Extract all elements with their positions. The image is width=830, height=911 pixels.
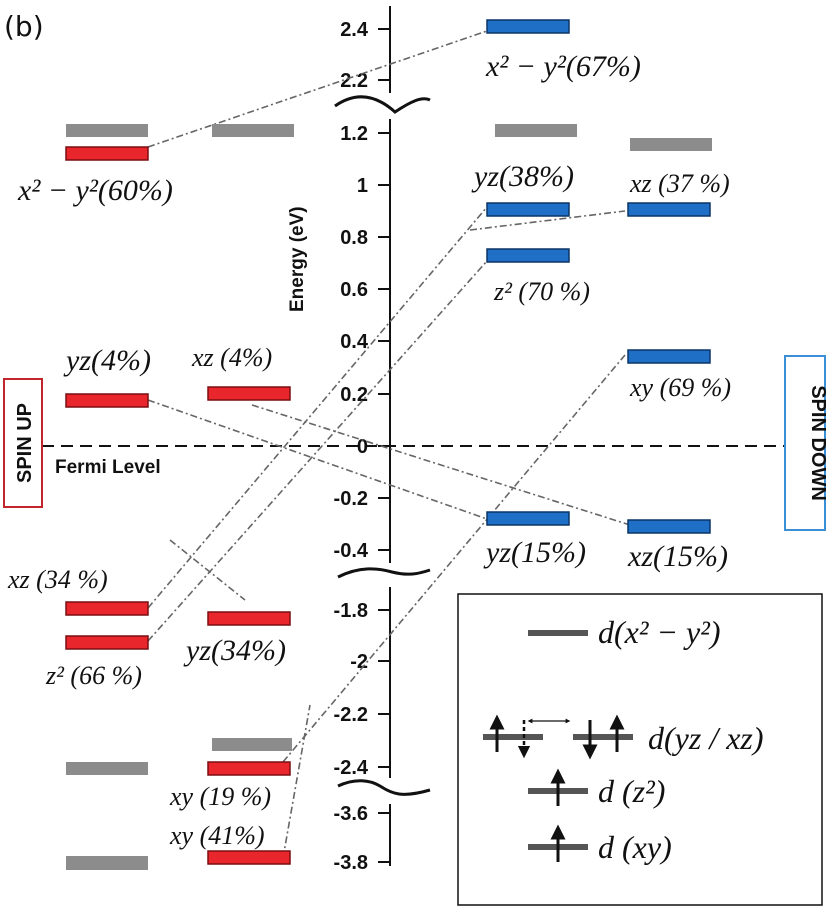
spin-down-box bbox=[784, 355, 826, 531]
level-up-xy-19 bbox=[207, 761, 291, 776]
level-down-yz-38 bbox=[486, 202, 570, 217]
tick-label: 1.2 bbox=[340, 123, 368, 145]
orbital-label: z² (66 %) bbox=[45, 661, 142, 690]
level-up-xy-41 bbox=[207, 850, 291, 865]
tick-label: 0.4 bbox=[340, 331, 369, 353]
tick-label: 2.2 bbox=[340, 70, 368, 92]
panel-label: (b) bbox=[4, 10, 44, 43]
gray-level-bar bbox=[66, 124, 148, 137]
fermi-level-label: Fermi Level bbox=[55, 457, 161, 478]
level-up-yz-4 bbox=[65, 393, 149, 408]
spin-up-levels bbox=[65, 146, 291, 865]
spin-down-label: SPIN DOWN bbox=[807, 385, 829, 501]
level-down-xz-15 bbox=[627, 519, 711, 534]
tick-label: -2.4 bbox=[334, 757, 369, 779]
orbital-label: xz (4%) bbox=[191, 343, 272, 372]
tick-label: -2.2 bbox=[334, 704, 368, 726]
gray-level-bar bbox=[212, 738, 292, 751]
tick-label: 1 bbox=[357, 175, 368, 197]
single-up-arrow-icon bbox=[528, 824, 588, 862]
tick-label: -0.4 bbox=[334, 540, 369, 562]
gray-level-bar bbox=[66, 762, 148, 775]
tick-label: 0.6 bbox=[340, 279, 368, 301]
level-up-z2-66 bbox=[65, 635, 149, 650]
orbital-label: xy (69 %) bbox=[629, 373, 731, 402]
orbital-label: z² (70 %) bbox=[493, 277, 590, 306]
spin-down-levels bbox=[486, 19, 711, 534]
orbital-label: yz(34%) bbox=[183, 634, 286, 667]
orbital-label: yz(15%) bbox=[483, 536, 586, 569]
gray-level-bar bbox=[212, 124, 294, 137]
tick-label: 0.2 bbox=[340, 384, 368, 406]
tick-label: -3.6 bbox=[334, 803, 368, 825]
tick-label: 2.4 bbox=[340, 19, 369, 41]
legend-label: d(x² − y²) bbox=[598, 614, 721, 650]
tick-label: -2 bbox=[350, 651, 368, 673]
level-down-xz-37 bbox=[627, 202, 711, 217]
orbital-label: xz (34 %) bbox=[7, 565, 108, 594]
tick-label: -0.2 bbox=[334, 488, 368, 510]
legend-label: d (z²) bbox=[598, 773, 665, 809]
orbital-label: yz(4%) bbox=[63, 344, 151, 377]
orbital-label: x² − y²(67%) bbox=[485, 50, 641, 83]
orbital-label: xy (41%) bbox=[169, 821, 265, 850]
level-up-xz-4 bbox=[207, 386, 291, 401]
gray-level-bar bbox=[630, 138, 712, 151]
level-up-xz-34 bbox=[65, 601, 149, 616]
orbital-label: yz(38%) bbox=[471, 160, 574, 193]
axis-title: Energy (eV) bbox=[287, 206, 308, 312]
orbital-label: xz (37 %) bbox=[629, 169, 730, 198]
axis-ticks bbox=[378, 28, 390, 863]
axis-tick-labels: 2.4 2.2 1.2 1 0.8 0.6 0.4 0.2 0 -0.2 -0.… bbox=[334, 19, 369, 874]
spin-pair-icon bbox=[483, 714, 633, 760]
axis-break-middle bbox=[330, 563, 440, 587]
orbital-label: x² − y²(60%) bbox=[17, 174, 173, 207]
gray-level-bar bbox=[66, 856, 148, 870]
gray-level-bar bbox=[495, 124, 577, 137]
level-down-x2y2 bbox=[486, 19, 570, 34]
tick-label: -1.8 bbox=[334, 600, 368, 622]
legend-label: d (xy) bbox=[598, 829, 672, 865]
connector-lines bbox=[147, 30, 631, 859]
orbital-label: xz(15%) bbox=[627, 540, 728, 573]
spin-up-box bbox=[3, 378, 43, 508]
tick-label: -3.8 bbox=[334, 852, 368, 874]
level-down-z2-70 bbox=[486, 248, 570, 263]
level-down-xy-69 bbox=[627, 349, 711, 364]
orbital-label: xy (19 %) bbox=[169, 782, 271, 811]
level-up-x2y2 bbox=[65, 146, 149, 161]
legend-label: d(yz / xz) bbox=[648, 720, 764, 756]
tick-label: 0 bbox=[357, 436, 368, 458]
gray-bar-icon bbox=[528, 630, 588, 636]
level-up-yz-34 bbox=[207, 611, 291, 626]
axis-break-bottom bbox=[330, 778, 440, 804]
level-down-yz-15 bbox=[486, 511, 570, 526]
single-up-arrow-icon bbox=[528, 768, 588, 806]
tick-label: 0.8 bbox=[340, 227, 368, 249]
spin-up-label: SPIN UP bbox=[14, 403, 36, 483]
axis-break-top bbox=[330, 93, 440, 119]
